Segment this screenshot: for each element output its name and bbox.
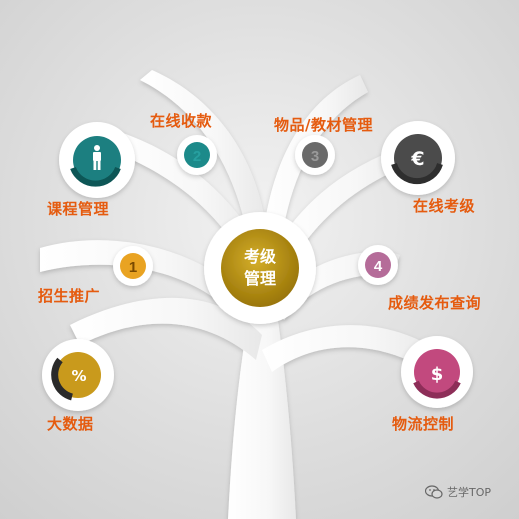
- label-payment: 在线收款: [150, 112, 213, 130]
- node-results: [358, 245, 398, 285]
- watermark: 艺学TOP: [425, 484, 491, 500]
- number-2-icon: 2: [193, 148, 201, 165]
- label-materials: 物品/教材管理: [274, 116, 373, 134]
- percent-icon: %: [71, 367, 86, 385]
- center-title-line1: 考级: [243, 247, 276, 266]
- center-node: [204, 212, 316, 324]
- label-enroll: 招生推广: [38, 287, 101, 305]
- number-1-icon: 1: [129, 259, 137, 276]
- label-logistics: 物流控制: [392, 415, 455, 433]
- number-4-icon: 4: [374, 258, 383, 275]
- label-exam: 在线考级: [413, 197, 476, 215]
- label-results: 成绩发布查询: [388, 294, 482, 312]
- center-title-line2: 管理: [243, 269, 276, 288]
- watermark-text: 艺学TOP: [447, 486, 492, 499]
- node-exam: [381, 121, 455, 195]
- label-course: 课程管理: [47, 200, 110, 218]
- number-3-icon: 3: [311, 148, 319, 165]
- branch-bigdata: [70, 297, 262, 360]
- person-icon: [93, 145, 101, 170]
- euro-icon: €: [410, 148, 424, 170]
- dollar-icon: $: [431, 364, 444, 385]
- branch-logistics: [262, 325, 440, 372]
- label-bigdata: 大数据: [47, 415, 94, 433]
- branch-enroll: [40, 240, 246, 318]
- tree-trunk: [228, 320, 296, 519]
- wechat-icon: [425, 485, 443, 499]
- node-materials: [295, 135, 335, 175]
- node-enroll: [113, 246, 153, 286]
- node-logistics: [401, 336, 473, 408]
- center-title: 考级 管理: [229, 246, 291, 290]
- node-payment: [177, 135, 217, 175]
- node-bigdata: [42, 339, 114, 411]
